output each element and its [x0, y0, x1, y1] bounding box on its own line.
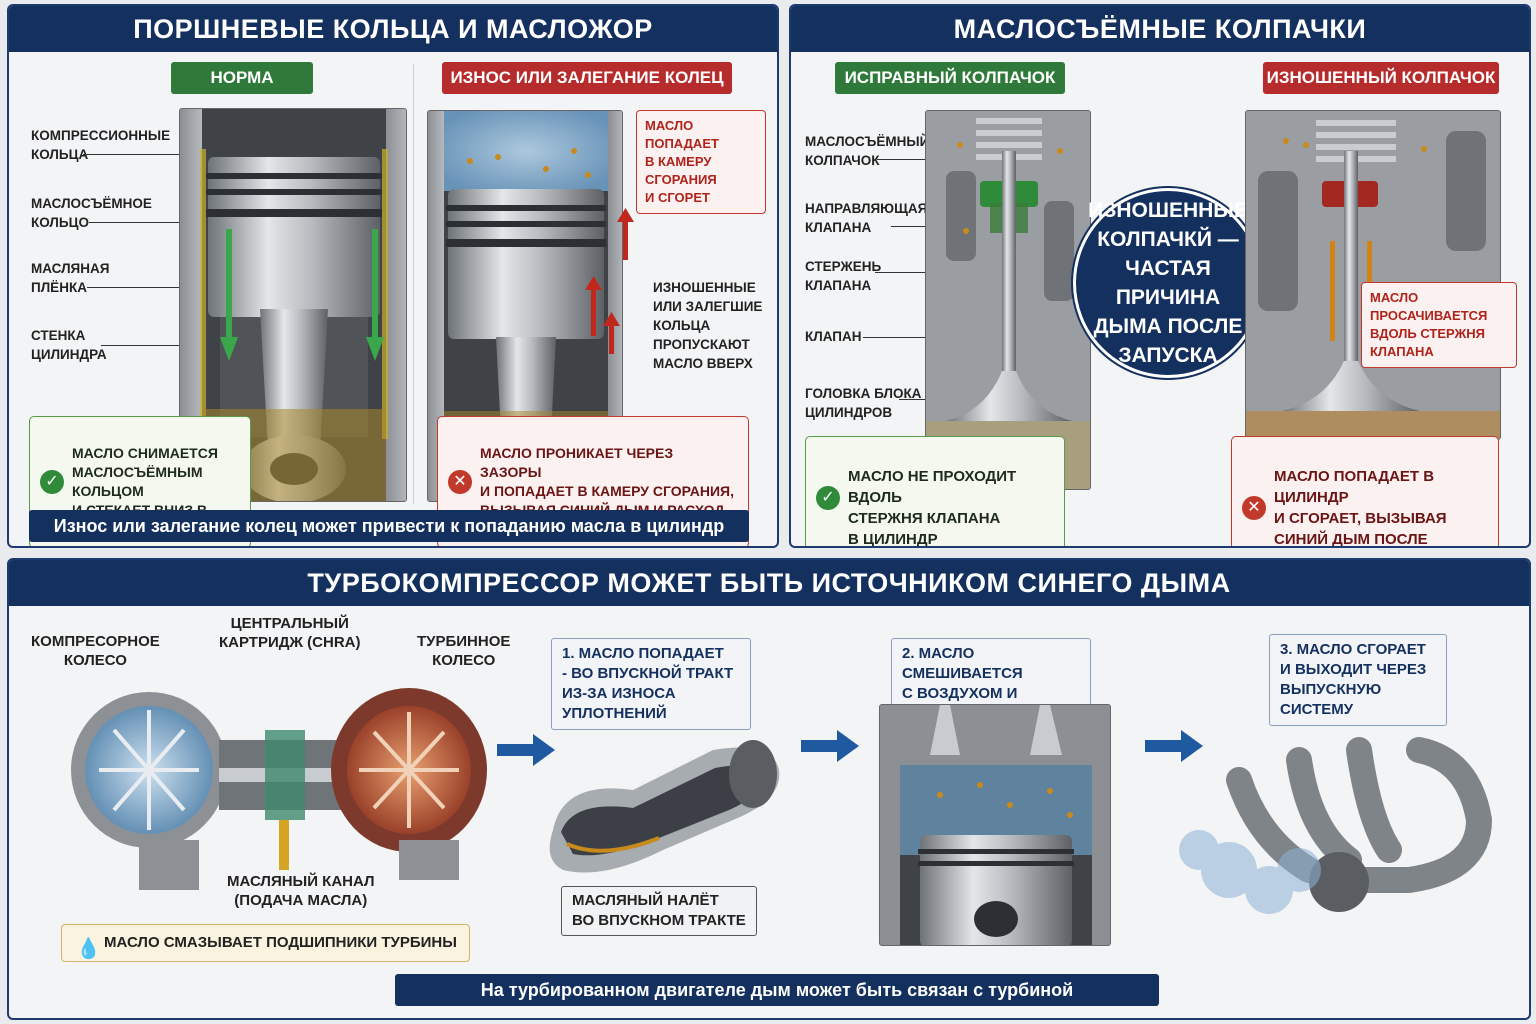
label-oil-film: МАСЛЯНАЯ ПЛЁНКА	[31, 261, 110, 295]
oil-drop-icon: 💧	[76, 938, 101, 960]
leader-line	[101, 345, 187, 346]
tag-seal-worn: ИЗНОШЕННЫЙ КОЛПАЧОК	[1263, 62, 1499, 94]
label-worn-rings: ИЗНОШЕННЫЕ ИЛИ ЗАЛЕГШИЕ КОЛЬЦА ПРОПУСКАЮ…	[653, 280, 763, 371]
label-compression-rings: КОМПРЕССИОННЫЕ КОЛЬЦА	[31, 128, 171, 162]
note-seal-ok-text: МАСЛО НЕ ПРОХОДИТ ВДОЛЬ СТЕРЖНЯ КЛАПАНА …	[848, 468, 1017, 548]
seal-ok-drawing	[926, 111, 1090, 489]
seals-panel: МАСЛОСЪЁМНЫЕ КОЛПАЧКИ ИСПРАВНЫЙ КОЛПАЧОК…	[789, 4, 1531, 548]
leader-line	[89, 222, 203, 223]
note-seal-worn: ✕ МАСЛО ПОПАДАЕТ В ЦИЛИНДР И СГОРАЕТ, ВЫЗ…	[1231, 436, 1499, 548]
leader-line	[83, 154, 203, 155]
label-chra: ЦЕНТРАЛЬНЫЙ КАРТРИДЖ (CHRA)	[219, 615, 361, 651]
leader-line	[863, 337, 977, 338]
seals-panel-title: МАСЛОСЪЁМНЫЕ КОЛПАЧКИ	[791, 6, 1529, 52]
tag-worn-rings: ИЗНОС ИЛИ ЗАЛЕГАНИЕ КОЛЕЦ	[442, 62, 732, 94]
tag-seal-ok: ИСПРАВНЫЙ КОЛПАЧОК	[835, 62, 1065, 94]
turbo-panel-title: ТУРБОКОМПРЕССОР МОЖЕТ БЫТЬ ИСТОЧНИКОМ СИ…	[9, 560, 1529, 606]
oil-up-arrows	[585, 208, 634, 354]
cylinder-illustration	[879, 704, 1111, 946]
label-stem: СТЕРЖЕНЬ КЛАПАНА	[805, 259, 882, 293]
label-cylinder-wall: СТЕНКА ЦИЛИНДРА	[31, 328, 107, 362]
label-oil-channel: МАСЛЯНЫЙ КАНАЛ (ПОДАЧА МАСЛА)	[227, 873, 375, 909]
note-seal-ok: ✓ МАСЛО НЕ ПРОХОДИТ ВДОЛЬ СТЕРЖНЯ КЛАПАНА…	[805, 436, 1065, 548]
cylinder-drawing	[880, 705, 1110, 945]
seal-ok-illustration	[925, 110, 1091, 490]
turbo-footer: На турбированном двигателе дым может быт…	[395, 974, 1159, 1006]
worn-seals-circle: ИЗНОШЕННЫЕ КОЛПАЧКЙ — ЧАСТАЯ ПРИЧИНА ДЫМ…	[1073, 188, 1263, 378]
leader-line	[87, 287, 187, 288]
step-2: 2. МАСЛО СМЕШИВАЕТСЯ С ВОЗДУХОМ И ПОПАДА…	[891, 638, 1091, 750]
turbo-panel: ТУРБОКОМПРЕССОР МОЖЕТ БЫТЬ ИСТОЧНИКОМ СИ…	[7, 558, 1531, 1020]
step-1: 1. МАСЛО ПОПАДАЕТ - ВО ВПУСКНОЙ ТРАКТ ИЗ…	[551, 638, 751, 730]
oil-lubricates-text: МАСЛО СМАЗЫВАЕТ ПОДШИПНИКИ ТУРБИНЫ	[104, 934, 457, 951]
cross-icon: ✕	[448, 470, 472, 494]
label-seal: МАСЛОСЪЁМНЫЙ КОЛПАЧОК	[805, 134, 930, 168]
flow-arrow-icon	[497, 734, 555, 766]
callout-oil-to-chamber: МАСЛО ПОПАДАЕТ В КАМЕРУ СГОРАНИЯ И СГОРЕ…	[636, 110, 766, 214]
cross-icon: ✕	[1242, 496, 1266, 520]
exhaust-manifold-drawing	[1179, 737, 1493, 914]
seal-worn-illustration	[1245, 110, 1501, 440]
piston-panel: ПОРШНЕВЫЕ КОЛЬЦА И МАСЛОЖОР НОРМА ИЗНОС …	[7, 4, 779, 548]
step-3: 3. МАСЛО СГОРАЕТ И ВЫХОДИТ ЧЕРЕЗ ВЫПУСКН…	[1269, 634, 1447, 726]
intake-deposit-label: МАСЛЯНЫЙ НАЛЁТ ВО ВПУСКНОМ ТРАКТЕ	[561, 886, 757, 936]
check-icon: ✓	[40, 470, 64, 494]
label-compressor-wheel: КОМПРЕСОРНОЕ КОЛЕСО	[31, 633, 160, 669]
flow-arrow-icon	[1145, 730, 1203, 762]
label-guide: НАПРАВЛЯЮЩАЯ КЛАПАНА	[805, 201, 928, 235]
turbocharger-drawing	[71, 688, 487, 890]
label-head: ГОЛОВКА БЛОКА ЦИЛИНДРОВ	[805, 386, 922, 420]
piston-panel-title: ПОРШНЕВЫЕ КОЛЬЦА И МАСЛОЖОР	[9, 6, 777, 52]
label-oil-ring: МАСЛОСЪЁМНОЕ КОЛЬЦО	[31, 196, 152, 230]
flow-arrow-icon	[801, 730, 859, 762]
check-icon: ✓	[816, 485, 840, 510]
label-turbine-wheel: ТУРБИННОЕ КОЛЕСО	[417, 633, 511, 669]
seal-worn-drawing	[1246, 111, 1500, 439]
piston-footer: Износ или залегание колец может привести…	[29, 510, 749, 542]
callout-oil-leak-along-stem: МАСЛО ПРОСАЧИВАЕТСЯ ВДОЛЬ СТЕРЖНЯ КЛАПАН…	[1361, 282, 1517, 368]
intake-pipe-drawing	[549, 740, 780, 873]
label-valve: КЛАПАН	[805, 329, 862, 344]
note-seal-worn-text: МАСЛО ПОПАДАЕТ В ЦИЛИНДР И СГОРАЕТ, ВЫЗЫ…	[1274, 468, 1447, 548]
tag-normal: НОРМА	[171, 62, 313, 94]
divider	[413, 64, 414, 504]
oil-lubricates-note: 💧 МАСЛО СМАЗЫВАЕТ ПОДШИПНИКИ ТУРБИНЫ	[61, 924, 470, 962]
